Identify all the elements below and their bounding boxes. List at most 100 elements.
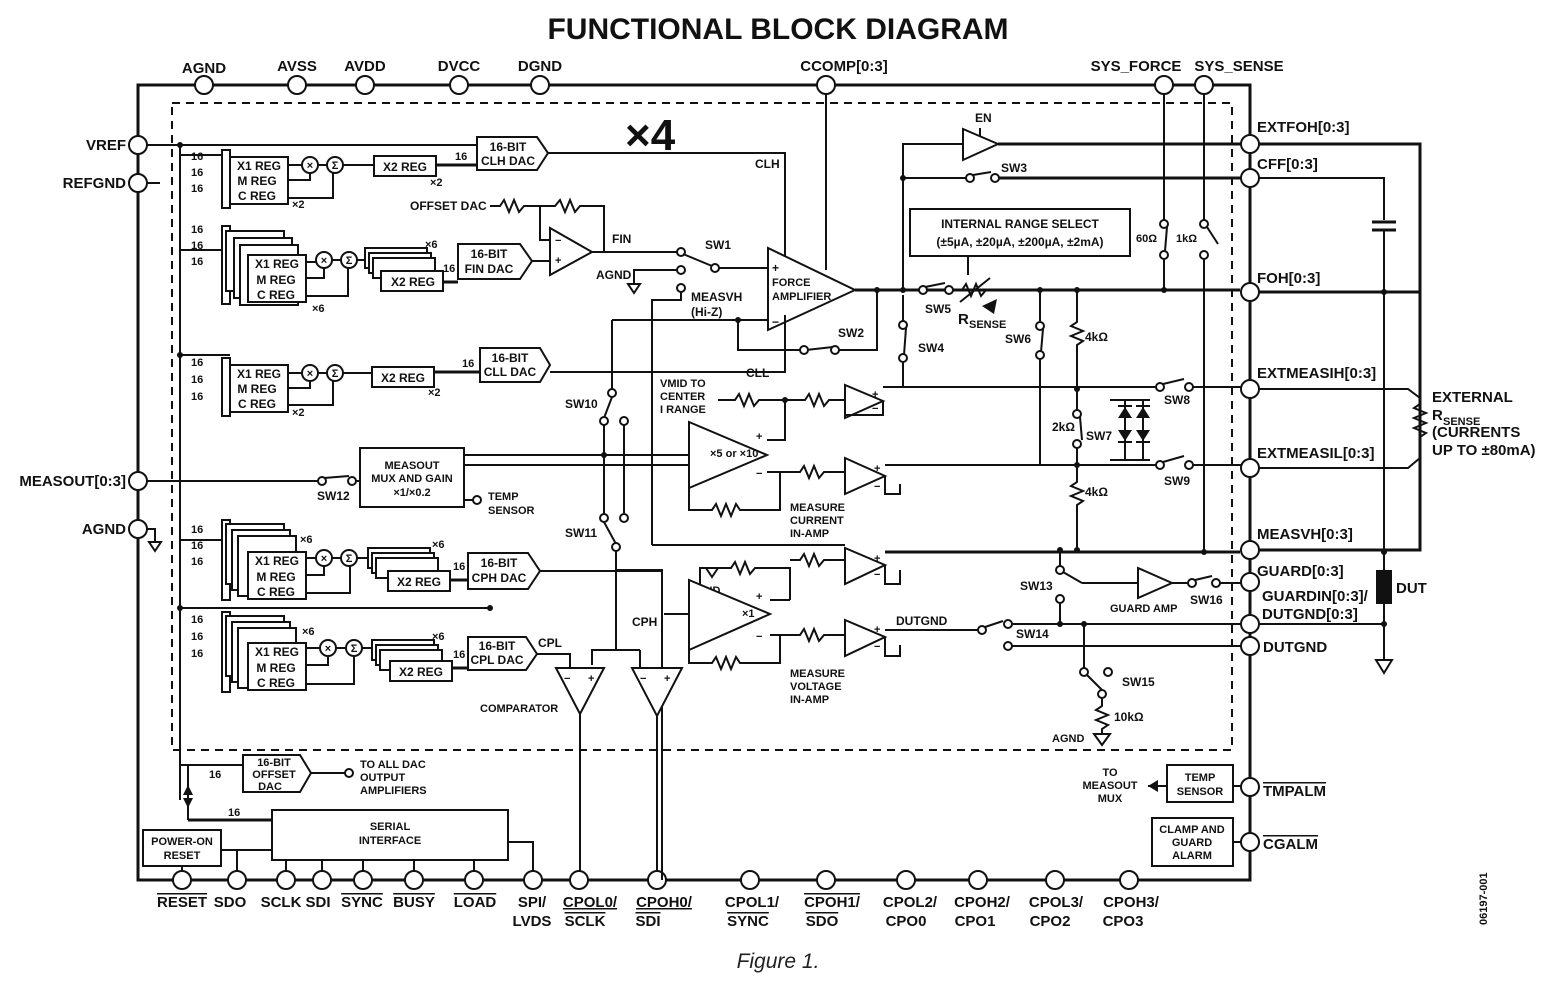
- mux-label: MEASOUT: [385, 460, 440, 472]
- cph-dac: [467, 552, 542, 590]
- bus-width-label: 16: [191, 183, 203, 195]
- x1-reg-label: X1 REG: [255, 554, 299, 568]
- vmid-buffer: [844, 383, 886, 420]
- external-rsense-label: EXTERNAL: [1432, 389, 1513, 406]
- mult-label: ×2: [292, 407, 305, 419]
- figure-id: 06197-001: [1478, 872, 1490, 925]
- dac-label: OFFSET: [252, 769, 296, 781]
- m-reg-label: M REG: [256, 273, 295, 287]
- svg-text:×: ×: [307, 160, 313, 172]
- measvh-buffer: [844, 546, 888, 586]
- vmid-label: I RANGE: [660, 404, 706, 416]
- fin-channel: 16 16 16 X1 REG M REG C REG ×6 × Σ X2 RE…: [191, 197, 768, 545]
- sw1: [682, 253, 713, 267]
- x2-reg-label: X2 REG: [391, 275, 435, 289]
- reg-stack: [247, 551, 307, 600]
- x2-reg-label: X2 REG: [381, 371, 425, 385]
- bus-width-label: 16: [191, 556, 203, 568]
- measure-voltage-label: MEASURE: [790, 668, 845, 680]
- pin-label: REFGND: [63, 175, 127, 192]
- resistor: [770, 626, 845, 644]
- dac-label: 16-BIT: [471, 247, 508, 261]
- bus-width-label: 16: [228, 807, 240, 819]
- offset-dac: [242, 754, 313, 793]
- resistor: [540, 197, 605, 253]
- resistor-label: 2kΩ: [1052, 420, 1075, 434]
- measure-current-label: MEASURE: [790, 502, 845, 514]
- svg-text:+: +: [588, 673, 594, 685]
- external-rsense: [1411, 398, 1429, 458]
- resistor: [490, 197, 550, 241]
- pin-label: CPO3: [1103, 913, 1144, 930]
- force-amp-label: AMPLIFIER: [772, 291, 831, 303]
- agnd-label: AGND: [596, 268, 632, 282]
- pin-label: EXTMEASIH[0:3]: [1257, 365, 1376, 382]
- temp-sensor-label: TEMP: [488, 491, 519, 503]
- pin-sclk: [276, 870, 296, 890]
- measure-voltage-amp: + − AGND + − ×1 + − DUTGND MEASURE VOLTA…: [652, 544, 1240, 706]
- external-rsense-label: (CURRENTS: [1432, 424, 1520, 441]
- svg-text:−: −: [874, 481, 880, 493]
- pin-label: CPOH2/: [954, 894, 1011, 911]
- svg-text:−: −: [640, 673, 646, 685]
- dac-label: 16-BIT: [492, 351, 529, 365]
- sw10: [603, 396, 613, 419]
- diagram-title: FUNCTIONAL BLOCK DIAGRAM: [547, 13, 1008, 46]
- svg-text:×: ×: [307, 368, 313, 380]
- pin-label: CPO2: [1030, 913, 1071, 930]
- range-select-label: INTERNAL RANGE SELECT: [941, 217, 1099, 231]
- svg-text:+: +: [664, 673, 670, 685]
- svg-text:−: −: [874, 569, 880, 581]
- pin-label: DGND: [518, 58, 562, 75]
- svg-text:+: +: [872, 389, 878, 401]
- pin-avdd: [355, 75, 375, 95]
- pin-label: VREF: [86, 137, 126, 154]
- bus-width-label: 16: [191, 540, 203, 552]
- pin-cff: [1240, 168, 1260, 188]
- pin-ccomp: [816, 75, 836, 95]
- mult-label: ×6: [425, 239, 438, 251]
- guard-amp: [1137, 566, 1175, 600]
- sw10-label: SW10: [565, 397, 598, 411]
- serial-label: INTERFACE: [359, 835, 421, 847]
- reg-stack: [247, 254, 307, 303]
- pin-agnd-left: [128, 519, 148, 539]
- measure-current-label: CURRENT: [790, 515, 844, 527]
- clh-dac: [476, 136, 550, 171]
- current-sense-buffer: [844, 456, 888, 496]
- internal-range-select: [909, 208, 1131, 257]
- resistor-label: 4kΩ: [1085, 485, 1108, 499]
- pin-label: AVSS: [277, 58, 317, 75]
- svg-text:−: −: [872, 403, 878, 415]
- mux-label: MUX AND GAIN: [371, 473, 453, 485]
- pin-label: SYS_FORCE: [1091, 58, 1182, 75]
- resistor: [688, 630, 781, 672]
- dut-label: DUT: [1396, 580, 1427, 597]
- svg-text:×: ×: [321, 553, 327, 565]
- sw5-label: SW5: [925, 302, 951, 316]
- pin-spi-lvds: [523, 870, 543, 890]
- bottom-pins: RESET SDO SCLK SDI SYNC BUSY LOAD SPI/ L…: [157, 870, 1160, 930]
- svg-text:+: +: [874, 553, 880, 565]
- alarm-section: TEMP SENSOR TO MEASOUT MUX CLAMP AND GUA…: [1083, 764, 1241, 867]
- pin-measout: [128, 471, 148, 491]
- clh-signal-label: CLH: [755, 157, 780, 171]
- x1-reg-label: X1 REG: [255, 645, 299, 659]
- resistor-label: 60Ω: [1136, 233, 1157, 245]
- reg-stack: [229, 364, 289, 413]
- power-on-reset: [142, 829, 222, 867]
- pin-guardin: [1240, 614, 1260, 634]
- measure-current-label: IN-AMP: [790, 528, 829, 540]
- pin-tmpalm: [1240, 777, 1260, 797]
- sw13: [1062, 571, 1083, 584]
- pin-label: SYNC: [727, 913, 769, 930]
- reg-stack: [247, 642, 307, 691]
- pin-sync: [353, 870, 373, 890]
- c-reg-label: C REG: [238, 397, 276, 411]
- pin-label: RESET: [157, 894, 207, 911]
- pin-dutgnd: [1240, 636, 1260, 656]
- pin-label: SCLK: [261, 894, 302, 911]
- pin-label: AGND: [182, 60, 226, 77]
- svg-text:−: −: [874, 641, 880, 653]
- pin-label: CPOL0/: [563, 894, 618, 911]
